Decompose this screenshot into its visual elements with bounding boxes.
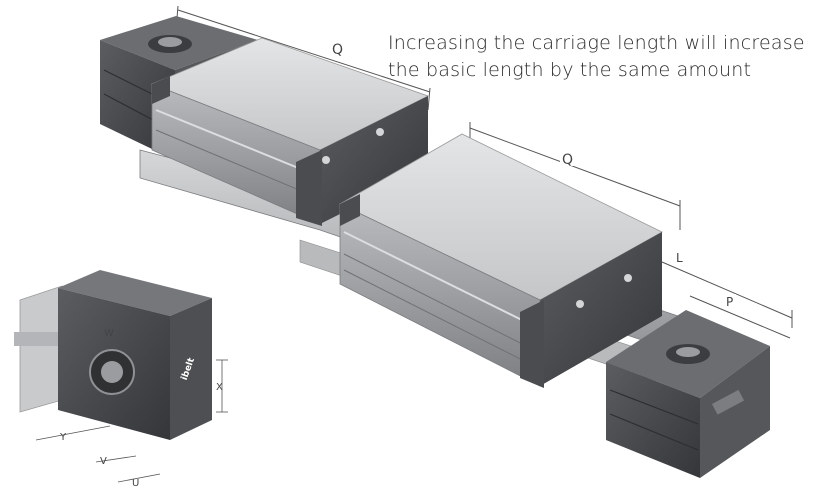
end-view-dimension-labels: X Y V U bbox=[59, 382, 223, 489]
dimension-label-group: Q Q L P bbox=[330, 40, 736, 309]
end-view-section: ibelt W bbox=[14, 270, 212, 440]
dim-y: Y bbox=[59, 432, 67, 443]
dim-q-1: Q bbox=[332, 42, 343, 58]
dim-l: L bbox=[676, 251, 683, 265]
caption-line-2: the basic length by the same amount bbox=[388, 59, 752, 81]
dim-x: X bbox=[216, 382, 223, 393]
dim-q-2: Q bbox=[562, 152, 573, 168]
end-view-dimensions bbox=[35, 359, 228, 483]
carriage-block-2 bbox=[339, 133, 663, 388]
end-cap-right bbox=[606, 310, 770, 478]
dim-v: V bbox=[100, 456, 107, 467]
caption-line-1: Increasing the carriage length will incr… bbox=[388, 32, 805, 54]
dimension-lines bbox=[175, 5, 793, 339]
dim-p: P bbox=[726, 295, 733, 309]
carriage-block-1 bbox=[150, 37, 430, 226]
caption: Increasing the carriage length will incr… bbox=[388, 30, 828, 84]
dim-u: U bbox=[132, 478, 139, 489]
dim-w: W bbox=[104, 328, 114, 339]
